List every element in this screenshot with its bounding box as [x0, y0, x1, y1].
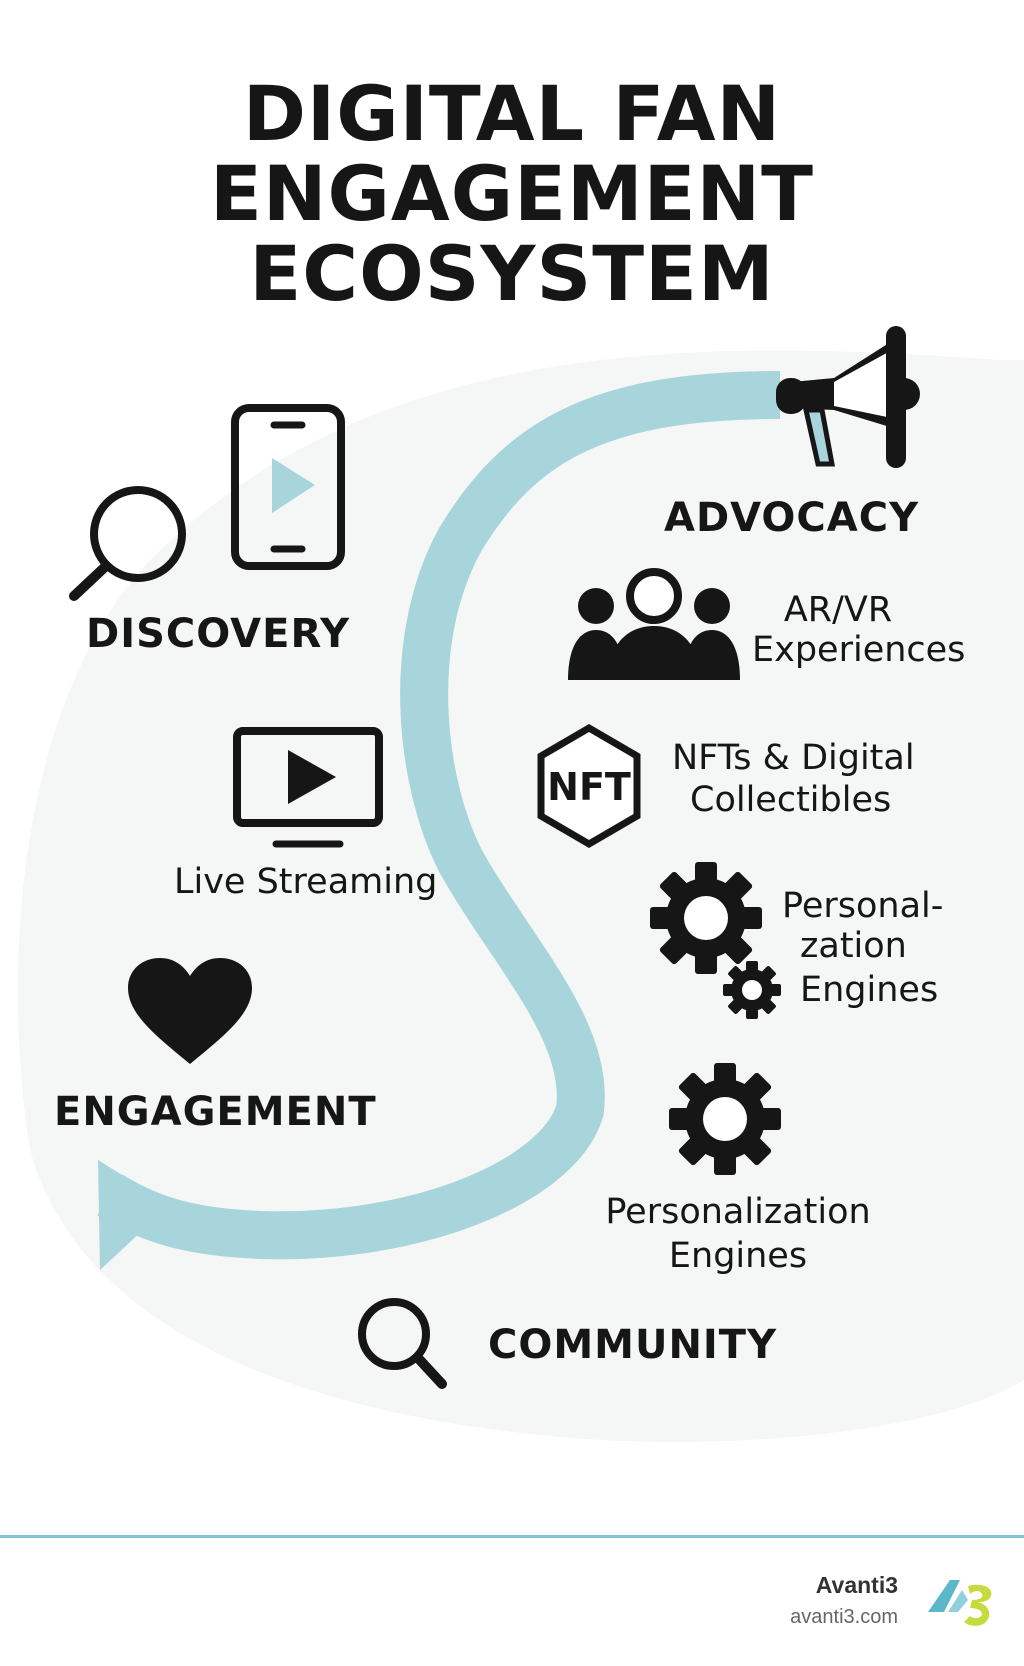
background-shape	[17, 350, 1024, 1442]
stage-engagement: ENGAGEMENT	[54, 1089, 377, 1135]
feature-personal-b-line-2: Engines	[668, 1236, 808, 1276]
search-small-icon	[358, 1298, 447, 1389]
feature-personal-a-line-1: Personal-	[782, 886, 944, 926]
monitor-play-icon	[233, 727, 383, 848]
journey-path	[97, 371, 781, 1260]
feature-personal-b-line-1: Personalization	[605, 1192, 871, 1232]
brand-url: avanti3.com	[790, 1606, 898, 1628]
journey-arrowhead	[98, 1160, 170, 1270]
feature-personal-a-line-2: zation	[800, 926, 907, 966]
feature-personal-a-line-3: Engines	[800, 970, 939, 1010]
page-title-line-2: ENGAGEMENT	[209, 149, 814, 238]
footer-divider	[0, 1535, 1024, 1538]
feature-nft-line-1: NFTs & Digital	[672, 738, 915, 778]
people-group-icon	[568, 568, 740, 680]
gear-icon	[669, 1063, 781, 1175]
gears-icon	[650, 862, 781, 1019]
nft-badge-text: NFT	[547, 765, 631, 809]
phone-play-icon	[231, 404, 345, 570]
feature-arvr-line-1: AR/VR	[783, 590, 893, 630]
avanti3-logo-icon	[928, 1580, 992, 1626]
search-icon	[69, 486, 186, 601]
stage-advocacy: ADVOCACY	[664, 495, 920, 541]
page-title-line-3: ECOSYSTEM	[249, 229, 775, 318]
stage-community: COMMUNITY	[488, 1322, 778, 1368]
feature-live-streaming: Live Streaming	[174, 862, 438, 902]
stage-discovery: DISCOVERY	[86, 611, 351, 657]
page-title-line-1: DIGITAL FAN	[242, 69, 782, 158]
brand-name: Avanti3	[815, 1572, 898, 1598]
feature-arvr-line-2: Experiences	[752, 630, 966, 670]
nft-hexagon-icon: NFT	[537, 723, 641, 849]
heart-icon	[128, 958, 252, 1064]
feature-nft-line-2: Collectibles	[690, 780, 892, 820]
megaphone-icon	[776, 326, 920, 468]
